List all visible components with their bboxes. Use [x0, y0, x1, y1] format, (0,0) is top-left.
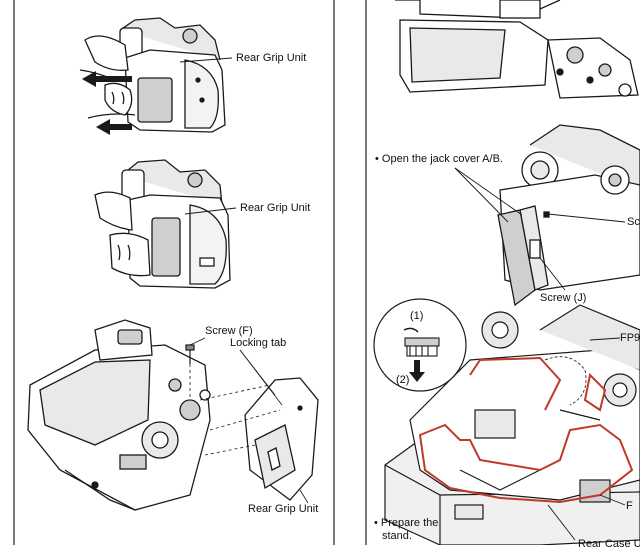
rear-case-label: Rear Case U — [578, 538, 640, 550]
screw-f-leader — [189, 337, 206, 346]
rear-grip-unit-label-2: Rear Grip Unit — [240, 202, 311, 214]
arrow-left-icon — [96, 119, 132, 135]
rotate-icon — [403, 327, 419, 333]
locking-tab-label: Locking tab — [230, 337, 287, 349]
locking-tab-dash-lines — [199, 384, 281, 456]
arrow-down-icon — [409, 360, 425, 382]
step1-camera-figure — [79, 17, 226, 133]
jack-cover-leader-lines — [454, 167, 626, 291]
open-jack-cover-label: • Open the jack cover A/B. — [375, 153, 503, 165]
f-leader-line — [599, 494, 626, 506]
step1-leader-line — [179, 57, 233, 63]
step-2-label: (2) — [396, 374, 410, 386]
stand-figure — [384, 304, 640, 545]
screw-j-label: Screw (J) — [540, 292, 587, 304]
red-highlight-outline — [418, 356, 634, 504]
rear-case-leader-line — [547, 504, 576, 541]
screw-f-label: Screw (F) — [205, 325, 253, 337]
step2-camera-figure — [94, 159, 231, 289]
stand-label: stand. — [382, 530, 412, 542]
step3-camera-figure — [27, 319, 319, 511]
red-connector-outline — [583, 372, 607, 412]
step3-leader-line — [299, 489, 309, 504]
camera-back-figure — [395, 0, 639, 99]
camera-jack-figure — [497, 124, 640, 307]
fp-partial-label: FP9 — [620, 332, 640, 344]
step-1-label: (1) — [410, 310, 424, 322]
step2-leader-line — [184, 207, 237, 215]
inset-connector-figure — [404, 337, 440, 357]
arrow-left-icon — [82, 71, 132, 87]
locking-tab-leader-lines — [239, 349, 283, 406]
screw-partial-label: Sc — [627, 216, 640, 228]
rear-grip-unit-label-1: Rear Grip Unit — [236, 52, 307, 64]
rear-grip-unit-label-3: Rear Grip Unit — [248, 503, 319, 515]
prepare-label: • Prepare the — [374, 517, 439, 529]
f-partial-label: F — [626, 500, 633, 512]
fp-leader-line — [589, 337, 621, 341]
